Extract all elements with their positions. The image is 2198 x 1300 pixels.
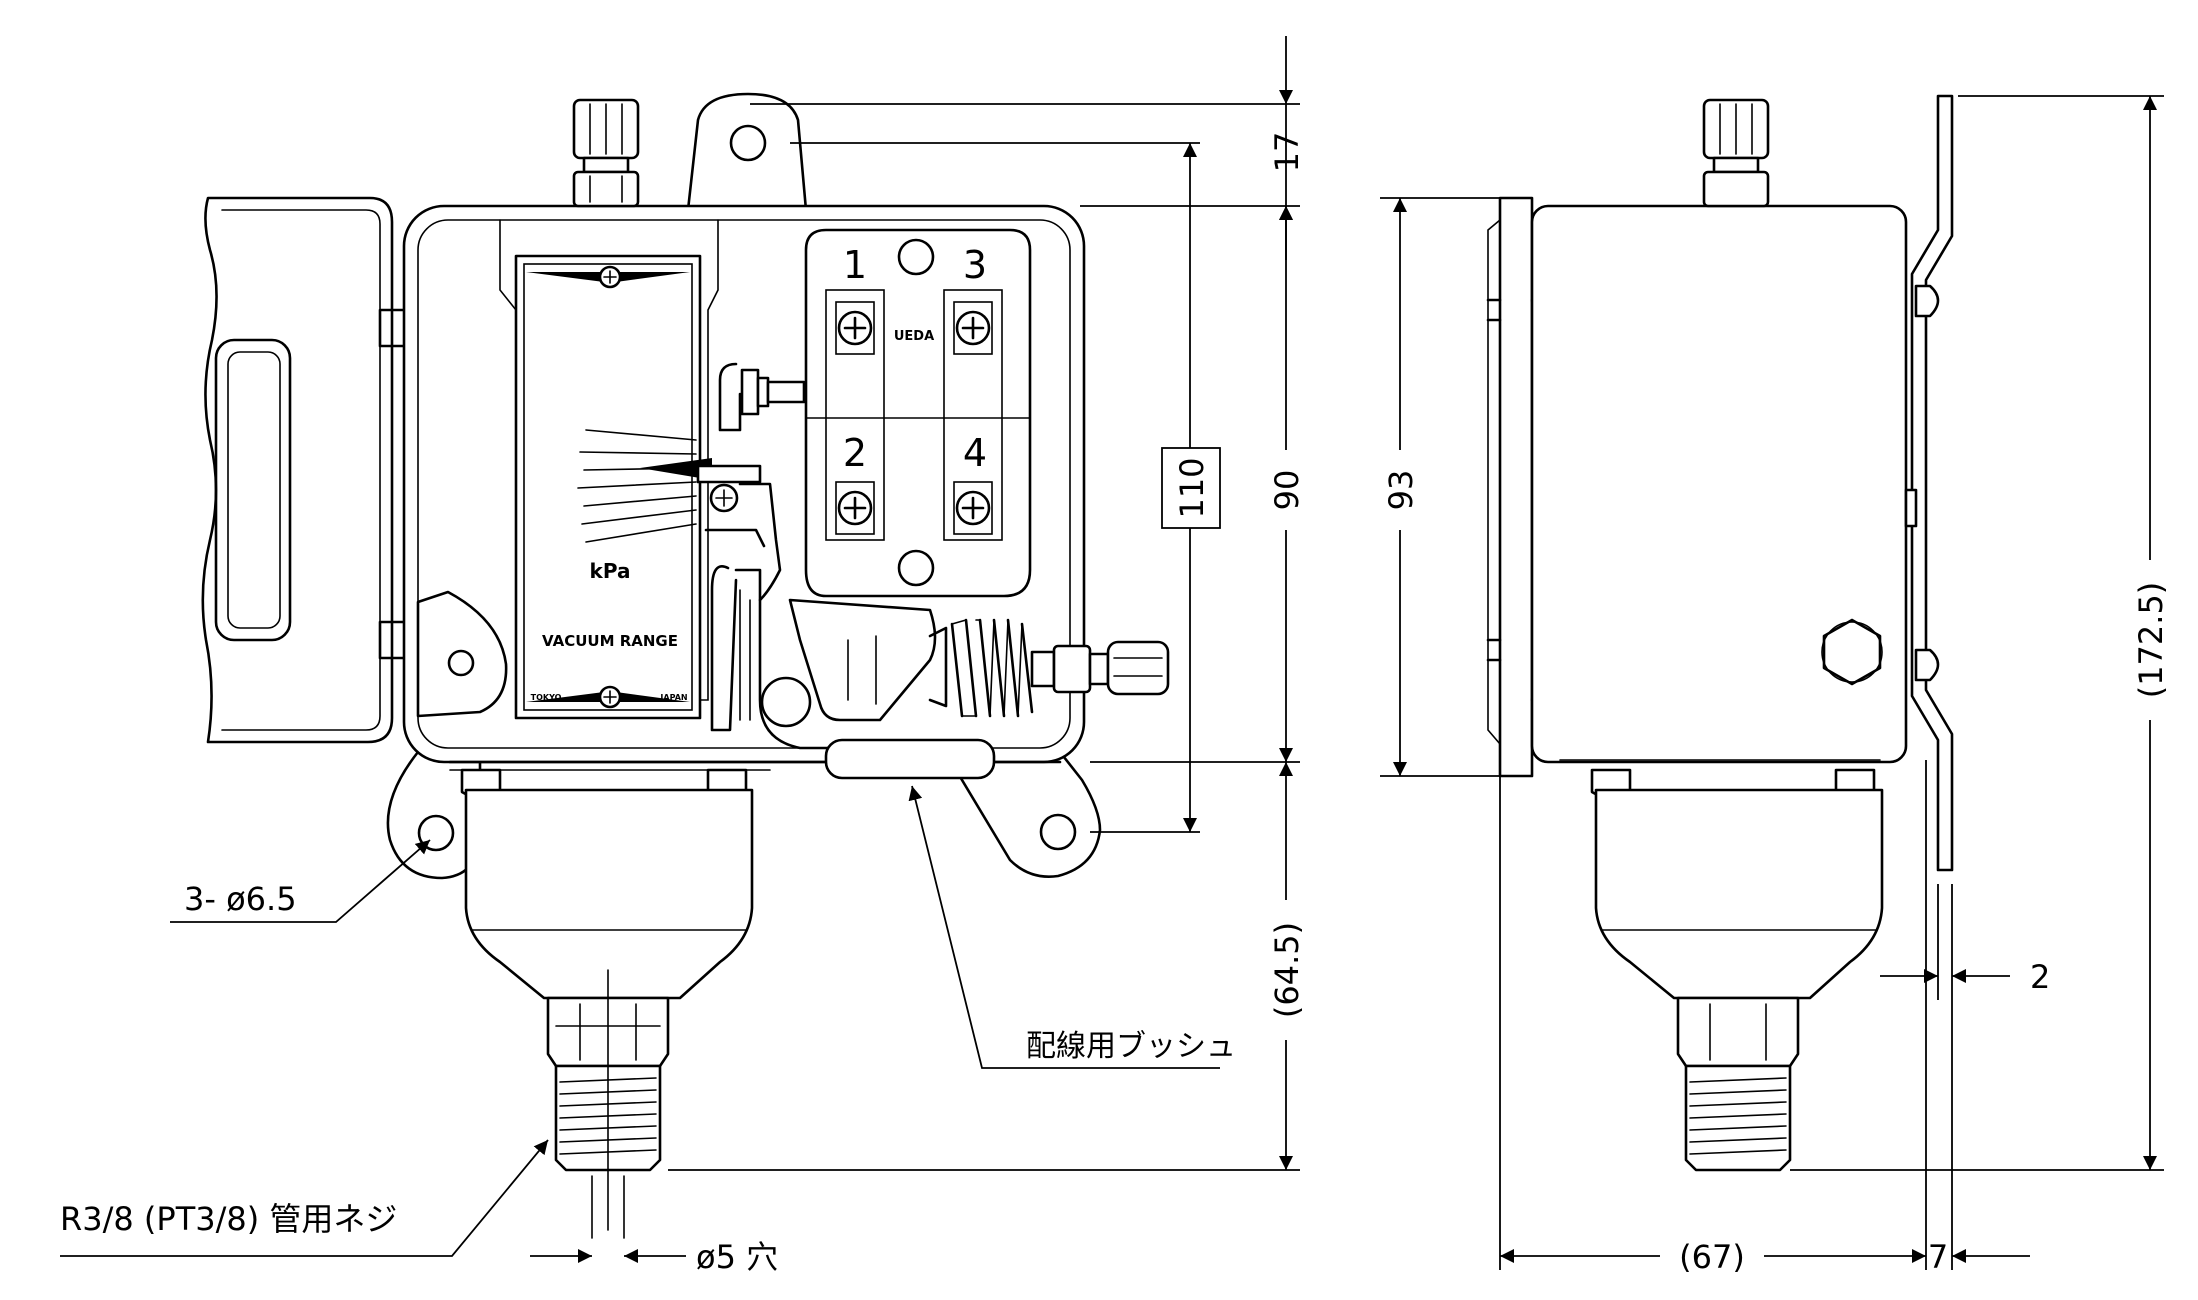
dim-67: (67) [1679,1238,1745,1276]
front-dimensions: 17 110 90 (64.5) 3- ø6.5 配線用ブッシュ R3/8 (P… [60,36,1306,1276]
side-view [1486,94,1954,1172]
terminal-screw-4 [953,481,993,535]
dim-172-5: (172.5) [2132,582,2170,699]
dim-93: 93 [1382,470,1420,511]
callout-bore: ø5 穴 [696,1238,778,1276]
terminal-label-3: 3 [963,243,987,287]
dim-17: 17 [1268,132,1306,173]
callout-holes: 3- ø6.5 [184,880,297,918]
terminal-screw-1 [835,301,875,355]
terminal-screw-2 [835,481,875,535]
bellows-housing [464,788,754,1239]
callout-bushing: 配線用ブッシュ [1026,1029,1236,1064]
faceplate-unit: kPa [590,559,631,583]
callout-thread: R3/8 (PT3/8) 管用ネジ [60,1200,397,1238]
spring-assembly [760,598,1170,728]
terminal-label-1: 1 [843,243,867,287]
hinge-tab [416,590,508,718]
dim-7: 7 [1928,1238,1948,1276]
side-dimensions: 93 (172.5) 2 (67) 7 [1380,95,2170,1276]
lever-mechanism [696,362,902,750]
open-cover [201,196,412,744]
top-mount-tab [686,92,808,212]
faceplate-country: JAPAN [659,693,687,702]
dim-2: 2 [2030,958,2050,996]
dim-110: 110 [1173,457,1211,518]
terminal-block: 1 3 2 4 UEDA [804,228,1032,598]
terminal-label-4: 4 [963,431,987,475]
right-mount-tab [948,750,1102,878]
faceplate-range: VACUUM RANGE [542,632,678,650]
scale-plate: kPa VACUUM RANGE TOKYO JAPAN [499,219,719,720]
faceplate-city: TOKYO [531,693,562,702]
top-fitting [572,98,640,208]
front-view: kPa VACUUM RANGE TOKYO JAPAN [201,92,1170,1239]
dim-64-5: (64.5) [1268,922,1306,1018]
wiring-bushing [824,738,996,780]
brand-label: UEDA [894,329,934,344]
terminal-label-2: 2 [843,431,867,475]
terminal-screw-3 [953,301,993,355]
dim-90: 90 [1268,470,1306,511]
